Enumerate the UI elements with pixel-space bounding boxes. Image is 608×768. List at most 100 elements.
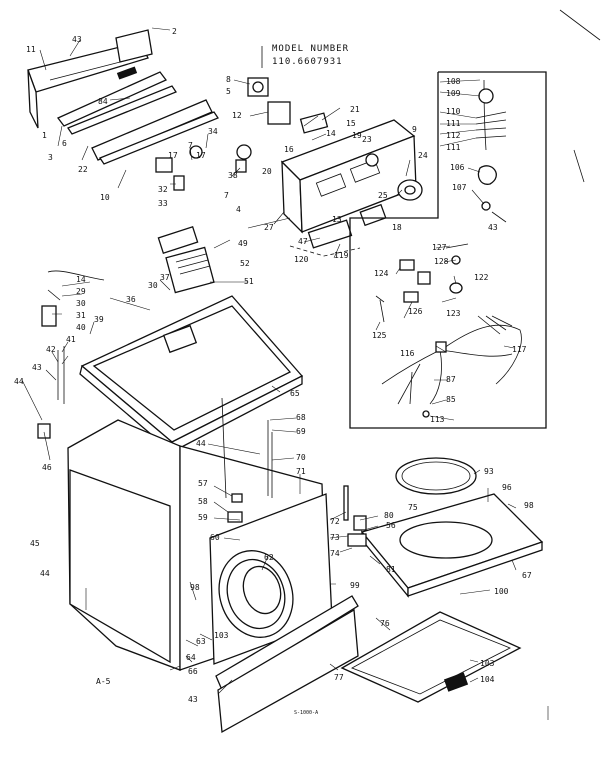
callout-24: 24 bbox=[418, 151, 428, 160]
callout-13: 13 bbox=[332, 215, 342, 224]
callout-66: 66 bbox=[188, 667, 198, 676]
page-marker: A-5 bbox=[96, 677, 111, 686]
model-header: MODEL NUMBER 110.6607931 bbox=[261, 44, 348, 68]
callout-112: 112 bbox=[446, 131, 461, 140]
callout-17b: 17 bbox=[168, 151, 178, 160]
callout-109: 109 bbox=[446, 89, 461, 98]
callout-52: 52 bbox=[240, 259, 250, 268]
callout-33: 33 bbox=[158, 199, 168, 208]
top-cover-and-base bbox=[340, 457, 544, 703]
callout-120: 120 bbox=[294, 255, 309, 264]
callout-49: 49 bbox=[238, 239, 248, 248]
callout-5: 5 bbox=[226, 87, 231, 96]
callout-123: 123 bbox=[446, 309, 461, 318]
callout-103b: 103 bbox=[480, 659, 495, 668]
callout-119: 119 bbox=[334, 251, 349, 260]
callout-56: 56 bbox=[386, 521, 396, 530]
callout-113: 113 bbox=[430, 415, 445, 424]
callout-64: 64 bbox=[186, 653, 196, 662]
callout-75: 75 bbox=[408, 503, 418, 512]
callout-122: 122 bbox=[474, 273, 489, 282]
callout-80: 80 bbox=[384, 511, 394, 520]
callout-32: 32 bbox=[158, 185, 168, 194]
callout-111a: 111 bbox=[446, 119, 461, 128]
callout-43d: 43 bbox=[188, 695, 198, 704]
left-side-hardware bbox=[37, 270, 367, 547]
callout-98b: 98 bbox=[190, 583, 200, 592]
callout-96: 96 bbox=[502, 483, 512, 492]
callout-124: 124 bbox=[374, 269, 389, 278]
callout-116: 116 bbox=[400, 349, 415, 358]
callout-2: 2 bbox=[172, 27, 177, 36]
callout-10: 10 bbox=[100, 193, 110, 202]
callout-57: 57 bbox=[198, 479, 208, 488]
callout-16: 16 bbox=[284, 145, 294, 154]
callout-59: 59 bbox=[198, 513, 208, 522]
callout-51: 51 bbox=[244, 277, 254, 286]
callout-6: 6 bbox=[62, 139, 67, 148]
callout-27: 27 bbox=[264, 223, 274, 232]
callout-34: 34 bbox=[208, 127, 218, 136]
callout-45: 45 bbox=[30, 539, 40, 548]
callout-60: 60 bbox=[210, 533, 220, 542]
callout-106: 106 bbox=[450, 163, 465, 172]
front-panel-with-door-opening bbox=[209, 493, 359, 734]
callout-117: 117 bbox=[512, 345, 527, 354]
callout-74: 74 bbox=[330, 549, 340, 558]
callout-25: 25 bbox=[378, 191, 388, 200]
leader-lines bbox=[21, 9, 601, 720]
callout-37: 37 bbox=[160, 273, 170, 282]
callout-72: 72 bbox=[330, 517, 340, 526]
control-housing bbox=[280, 119, 423, 249]
callout-11: 11 bbox=[26, 45, 36, 54]
model-number-value: 110.6607931 bbox=[272, 57, 343, 67]
callout-15: 15 bbox=[346, 119, 356, 128]
callout-44c: 44 bbox=[40, 569, 50, 578]
callout-76: 76 bbox=[380, 619, 390, 628]
callout-77: 77 bbox=[334, 673, 344, 682]
callout-81: 81 bbox=[386, 565, 396, 574]
callout-36: 36 bbox=[126, 295, 136, 304]
callout-125: 125 bbox=[372, 331, 387, 340]
callout-107: 107 bbox=[452, 183, 467, 192]
callout-7b: 7 bbox=[224, 191, 229, 200]
callout-42: 42 bbox=[46, 345, 56, 354]
callout-14-top: 14 bbox=[326, 129, 336, 138]
callout-3: 3 bbox=[48, 153, 53, 162]
callout-58: 58 bbox=[198, 497, 208, 506]
callout-43: 43 bbox=[72, 35, 82, 44]
callout-30b: 30 bbox=[76, 299, 86, 308]
callout-30: 30 bbox=[148, 281, 158, 290]
callout-38: 38 bbox=[228, 171, 238, 180]
callout-39: 39 bbox=[94, 315, 104, 324]
callout-1: 1 bbox=[42, 131, 47, 140]
callout-71: 71 bbox=[296, 467, 306, 476]
callout-87: 87 bbox=[446, 375, 456, 384]
callout-84: 84 bbox=[98, 97, 108, 106]
callout-18: 18 bbox=[392, 223, 402, 232]
callout-63: 63 bbox=[196, 637, 206, 646]
callout-99: 99 bbox=[350, 581, 360, 590]
housing-callout-box bbox=[289, 245, 361, 257]
callout-85: 85 bbox=[446, 395, 456, 404]
callout-65: 65 bbox=[290, 389, 300, 398]
timer-and-switches bbox=[155, 77, 329, 191]
callout-17a: 17 bbox=[196, 151, 206, 160]
callout-14b: 14 bbox=[76, 275, 86, 284]
callout-46: 46 bbox=[42, 463, 52, 472]
callout-68: 68 bbox=[296, 413, 306, 422]
callout-67: 67 bbox=[522, 571, 532, 580]
callout-29: 29 bbox=[76, 287, 86, 296]
callout-4: 4 bbox=[236, 205, 241, 214]
callout-23: 23 bbox=[362, 135, 372, 144]
footer-marks: A-5 S-1000-A bbox=[96, 677, 318, 716]
callout-111b: 111 bbox=[446, 143, 461, 152]
callout-100: 100 bbox=[494, 587, 509, 596]
callout-19: 19 bbox=[352, 131, 362, 140]
callout-62: 62 bbox=[264, 553, 274, 562]
callout-103a: 103 bbox=[214, 631, 229, 640]
callout-labels: 11 43 1 2 3 6 84 22 10 8 5 12 21 15 14 1… bbox=[14, 27, 534, 704]
callout-104: 104 bbox=[480, 675, 495, 684]
callout-21: 21 bbox=[350, 105, 360, 114]
